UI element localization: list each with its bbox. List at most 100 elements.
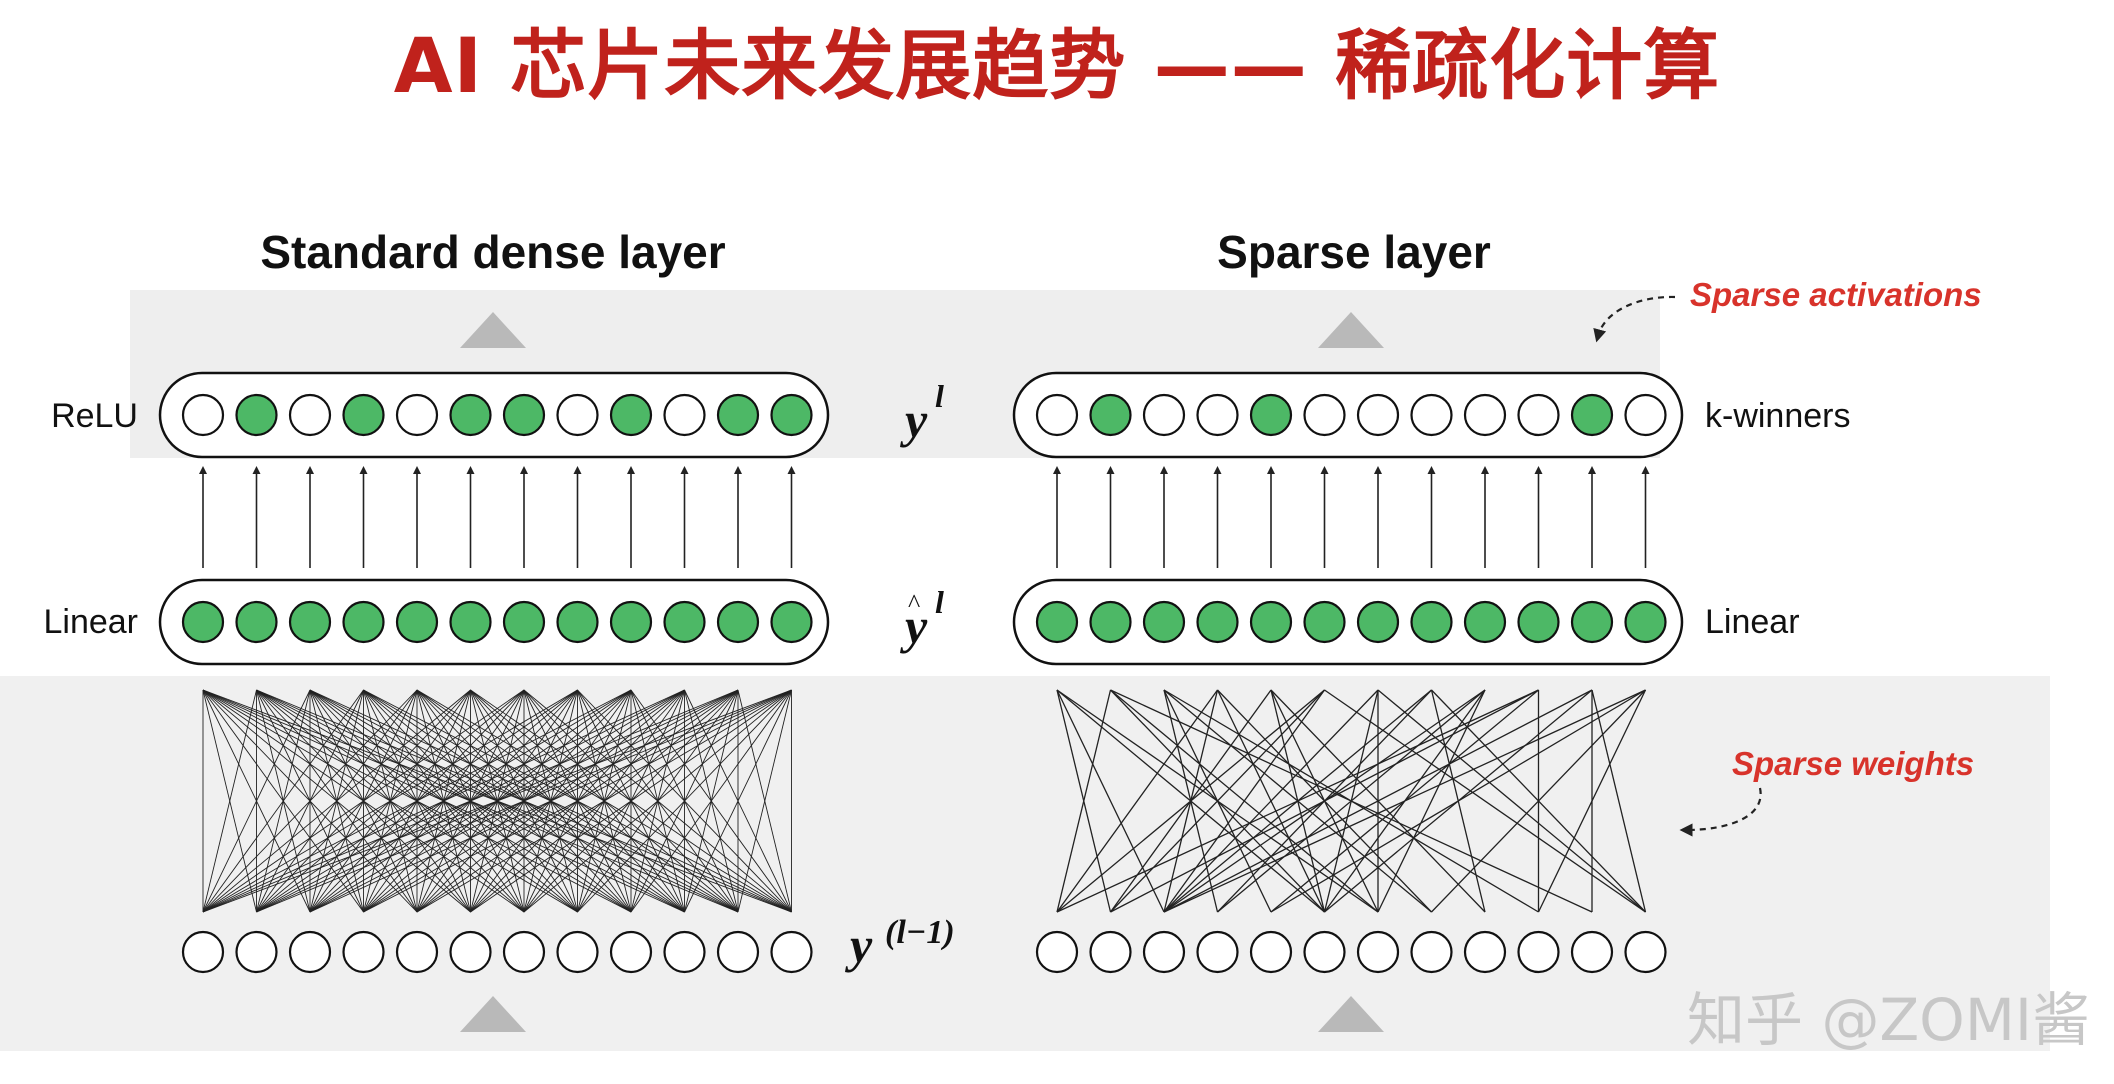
inactive-neuron-right-top <box>1303 393 1346 437</box>
inactive-neuron-left-top <box>288 393 332 437</box>
active-neuron-left-mid <box>502 600 546 644</box>
inactive-neuron-left-bottom <box>556 930 599 974</box>
inactive-neuron-right-top <box>1035 393 1079 437</box>
active-neuron-right-mid <box>1249 600 1293 644</box>
sparse-weight-line <box>1377 689 1646 913</box>
math-sup-l: l <box>935 584 944 620</box>
dense-weight-line <box>256 689 792 913</box>
up-triangle-icon <box>460 312 526 348</box>
dense-weight-line <box>630 689 792 913</box>
inactive-neuron-left-top <box>395 393 439 437</box>
sparse-activations-note: Sparse activations <box>1690 276 1982 313</box>
dense-weight-line <box>202 689 311 913</box>
right-top-row-container <box>1012 371 1684 459</box>
dense-weight-line <box>202 689 685 913</box>
dense-weight-line <box>202 689 739 913</box>
inactive-neuron-right-bottom <box>1356 930 1400 974</box>
math-sup-l: l <box>935 378 944 414</box>
active-neuron-left-mid <box>395 600 439 644</box>
math-sup-l-minus-1: (l−1) <box>885 914 955 951</box>
sparse-weight-line <box>1056 689 1112 913</box>
sparse-weight-line <box>1110 689 1539 913</box>
inactive-neuron-right-bottom <box>1517 930 1560 974</box>
relu-label: ReLU <box>51 397 138 435</box>
sparse-weight-line <box>1056 689 1325 913</box>
activation-arrows <box>199 466 1650 568</box>
sparse-weight-line <box>1056 689 1219 913</box>
y-l-label: y l <box>900 378 944 448</box>
active-neuron-left-mid <box>288 600 332 644</box>
inactive-neuron-left-bottom <box>716 930 760 974</box>
active-neuron-left-mid <box>556 600 599 644</box>
active-neuron-left-mid <box>449 600 492 644</box>
up-triangle-icon <box>460 996 526 1032</box>
inactive-neuron-left-top <box>181 393 225 437</box>
active-neuron-left-mid <box>663 600 706 644</box>
inactive-neuron-right-bottom <box>1303 930 1346 974</box>
inactive-neuron-right-bottom <box>1570 930 1614 974</box>
active-neuron-right-top <box>1570 393 1614 437</box>
weights-band <box>0 676 2050 1051</box>
inactive-neuron-left-bottom <box>342 930 385 974</box>
dense-weight-line <box>202 689 525 913</box>
y-l-minus-1-label: y (l−1) <box>845 914 955 973</box>
inactive-neuron-right-top <box>1142 393 1186 437</box>
inactive-neuron-right-top <box>1624 393 1667 437</box>
active-neuron-left-top <box>449 393 492 437</box>
inactive-neuron-right-bottom <box>1463 930 1507 974</box>
active-neuron-right-top <box>1089 393 1132 437</box>
dense-weight-line <box>202 689 364 913</box>
sparse-weight-line <box>1163 689 1379 913</box>
sparse-weight-line <box>1270 689 1646 913</box>
dense-weight-line <box>416 689 792 913</box>
sparse-weight-line <box>1217 689 1486 913</box>
active-neuron-right-top <box>1249 393 1293 437</box>
dense-weight-line <box>684 689 792 913</box>
up-triangle-icon <box>1318 312 1384 348</box>
inactive-neuron-left-bottom <box>663 930 706 974</box>
inactive-neuron-left-bottom <box>181 930 225 974</box>
inactive-neuron-left-top <box>663 393 706 437</box>
inactive-neuron-right-top <box>1356 393 1400 437</box>
inactive-neuron-right-top <box>1196 393 1239 437</box>
inactive-neuron-left-bottom <box>502 930 546 974</box>
inactive-neuron-left-bottom <box>449 930 492 974</box>
active-neuron-left-top <box>770 393 813 437</box>
hat-accent: ^ <box>908 589 920 618</box>
inactive-neuron-left-bottom <box>395 930 439 974</box>
dense-weight-line <box>577 689 792 913</box>
active-neuron-left-mid <box>342 600 385 644</box>
k-winners-label: k-winners <box>1705 397 1850 435</box>
weight-connections <box>202 689 1647 913</box>
dense-weight-line <box>202 689 418 913</box>
sparse-weight-line <box>1431 689 1646 913</box>
inactive-neuron-right-bottom <box>1142 930 1186 974</box>
active-neuron-right-mid <box>1517 600 1560 644</box>
active-neuron-left-mid <box>235 600 278 644</box>
active-neuron-right-mid <box>1196 600 1239 644</box>
active-neuron-right-mid <box>1142 600 1186 644</box>
active-neuron-right-mid <box>1035 600 1079 644</box>
neurons <box>181 393 1667 974</box>
inactive-neuron-right-bottom <box>1196 930 1239 974</box>
sparse-weight-line <box>1591 689 1647 913</box>
right-linear-label: Linear <box>1705 603 1800 641</box>
active-neuron-left-top <box>716 393 760 437</box>
dense-weight-line <box>202 689 632 913</box>
dense-weight-line <box>309 689 792 913</box>
inactive-neuron-right-bottom <box>1249 930 1293 974</box>
right-mid-row-container <box>1012 578 1684 666</box>
inactive-neuron-left-bottom <box>235 930 278 974</box>
sparse-weight-line <box>1056 689 1539 913</box>
active-neuron-left-top <box>235 393 278 437</box>
left-linear-label: Linear <box>43 603 138 641</box>
dense-weight-line <box>523 689 792 913</box>
active-neuron-left-top <box>342 393 385 437</box>
active-neuron-left-mid <box>609 600 653 644</box>
dense-weight-line <box>737 689 792 913</box>
dense-weight-line <box>202 689 257 913</box>
dense-weight-line <box>202 689 578 913</box>
dense-weight-line <box>202 689 471 913</box>
